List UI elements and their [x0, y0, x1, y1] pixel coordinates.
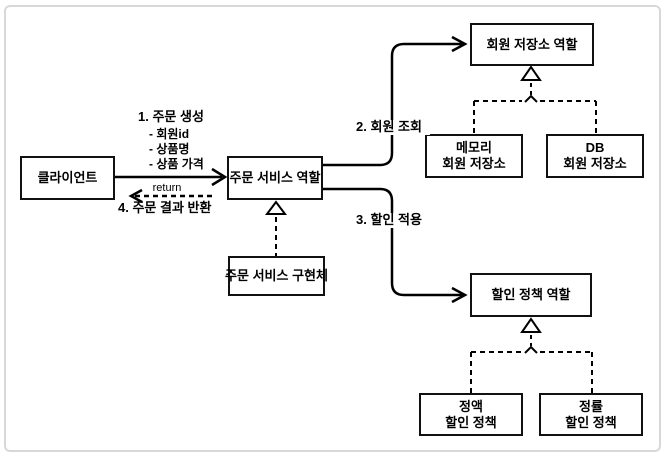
node-fixed-discount-policy: 정액 할인 정책	[419, 393, 523, 436]
node-discount-policy-role-label: 할인 정책 역할	[491, 287, 571, 303]
realization-member-repos	[473, 65, 597, 134]
node-discount-policy-role: 할인 정책 역할	[470, 273, 592, 317]
arrow-client-to-order-service	[115, 167, 228, 187]
node-order-service-impl-label: 주문 서비스 구현체	[225, 268, 328, 284]
node-fixed-discount-policy-line2: 할인 정책	[445, 414, 497, 430]
node-member-repo-role: 회원 저장소 역할	[470, 23, 594, 66]
node-fixed-discount-policy-line1: 정액	[459, 398, 483, 414]
node-memory-member-repo-line2: 회원 저장소	[442, 156, 506, 171]
node-db-member-repo-line2: 회원 저장소	[563, 156, 627, 171]
label-return: return	[152, 182, 182, 194]
label-step1-item-product-price: - 상품 가격	[149, 157, 204, 171]
diagram-frame	[4, 5, 661, 452]
node-client-label: 클라이언트	[37, 170, 98, 186]
label-step1-item-product-name: - 상품명	[149, 142, 190, 156]
realization-discount-policies	[470, 317, 593, 393]
node-order-service-role-label: 주문 서비스 역할	[229, 170, 321, 186]
arrow-return-dashed	[128, 188, 212, 204]
node-order-service-role: 주문 서비스 역할	[227, 156, 323, 200]
node-rate-discount-policy-line1: 정률	[579, 398, 603, 414]
arrow-order-service-to-member-repo	[323, 35, 468, 167]
node-order-service-impl: 주문 서비스 구현체	[225, 256, 328, 296]
node-db-member-repo: DB 회원 저장소	[546, 134, 644, 178]
node-client: 클라이언트	[20, 156, 115, 200]
node-memory-member-repo: 메모리 회원 저장소	[425, 134, 523, 178]
node-db-member-repo-line1: DB	[585, 140, 605, 156]
node-member-repo-role-label: 회원 저장소 역할	[486, 36, 578, 52]
realization-order-service-impl	[265, 200, 287, 256]
label-step3: 3. 할인 적용	[348, 212, 430, 228]
label-step2: 2. 회원 조회	[348, 119, 430, 135]
arrow-order-service-to-discount-policy	[323, 187, 468, 304]
node-rate-discount-policy-line2: 할인 정책	[565, 414, 617, 430]
node-rate-discount-policy: 정률 할인 정책	[539, 393, 643, 436]
node-memory-member-repo-line1: 메모리	[456, 140, 492, 156]
label-step1-item-member-id: - 회원id	[149, 127, 190, 141]
label-step1-title: 1. 주문 생성	[138, 109, 204, 124]
label-step4: 4. 주문 결과 반환	[118, 200, 212, 215]
